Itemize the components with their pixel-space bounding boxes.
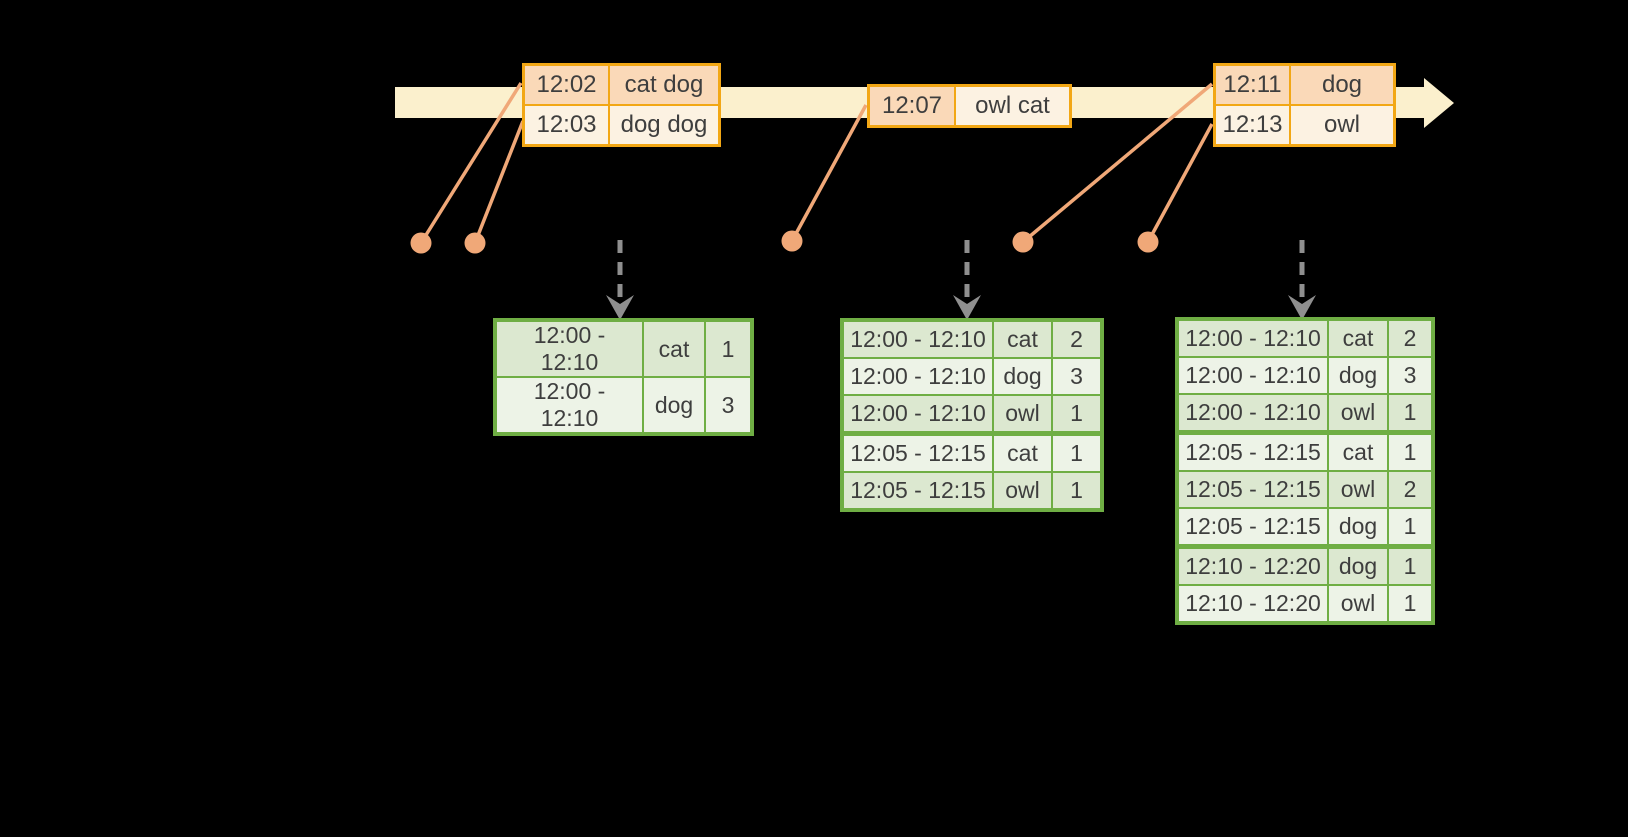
result-arrow-head-icon [953, 295, 981, 320]
window-cell: 12:00 - 12:10 [1176, 393, 1329, 435]
result-arrow-head-icon [606, 295, 634, 320]
event-words-cell: dog dog [608, 104, 721, 147]
event-connector-line [419, 82, 523, 244]
window-cell: 12:00 - 12:10 [841, 394, 994, 436]
count-cell: 1 [1387, 584, 1434, 624]
event-time-axis-arrowhead-icon [1424, 78, 1454, 128]
window-cell: 12:00 - 12:10 [1176, 356, 1329, 395]
window-cell: 12:00 - 12:10 [494, 376, 644, 435]
count-cell: 1 [1387, 545, 1434, 586]
word-cell: owl [1327, 393, 1389, 435]
word-cell: dog [992, 357, 1053, 396]
count-cell: 1 [704, 319, 753, 378]
window-cell: 12:10 - 12:20 [1176, 545, 1329, 586]
word-cell: cat [1327, 318, 1389, 358]
window-cell: 12:05 - 12:15 [841, 432, 994, 473]
event-time-cell: 12:03 [522, 104, 610, 147]
event-dot [410, 232, 432, 254]
count-cell: 2 [1387, 318, 1434, 358]
event-time-cell: 12:02 [522, 63, 610, 106]
word-cell: cat [642, 319, 706, 378]
event-dot [1012, 231, 1034, 253]
window-cell: 12:00 - 12:10 [494, 319, 644, 378]
count-cell: 1 [1051, 394, 1103, 436]
count-cell: 2 [1387, 470, 1434, 509]
count-cell: 1 [1387, 393, 1434, 435]
event-connector-line [790, 104, 868, 242]
window-cell: 12:00 - 12:10 [841, 319, 994, 359]
count-cell: 1 [1387, 507, 1434, 549]
count-cell: 1 [1051, 471, 1103, 511]
event-words-cell: dog [1289, 63, 1396, 106]
word-cell: dog [642, 376, 706, 435]
word-cell: dog [1327, 545, 1389, 586]
event-dot [1137, 231, 1159, 253]
count-cell: 3 [1387, 356, 1434, 395]
count-cell: 3 [1051, 357, 1103, 396]
count-cell: 3 [704, 376, 753, 435]
event-dots [410, 230, 1159, 254]
event-dot [464, 232, 486, 254]
event-connector-line [1146, 123, 1214, 243]
word-cell: owl [992, 394, 1053, 436]
event-connector-lines [419, 82, 1214, 244]
word-cell: owl [1327, 584, 1389, 624]
event-words-cell: cat dog [608, 63, 721, 106]
window-cell: 12:05 - 12:15 [1176, 470, 1329, 509]
word-cell: owl [1327, 470, 1389, 509]
event-words-cell: owl cat [954, 84, 1072, 128]
window-cell: 12:00 - 12:10 [1176, 318, 1329, 358]
event-words-cell: owl [1289, 104, 1396, 147]
word-cell: dog [1327, 507, 1389, 549]
result-arrows [606, 240, 1316, 320]
result-arrow-head-icon [1288, 295, 1316, 320]
window-cell: 12:05 - 12:15 [841, 471, 994, 511]
count-cell: 1 [1387, 431, 1434, 472]
word-cell: cat [992, 319, 1053, 359]
window-cell: 12:05 - 12:15 [1176, 431, 1329, 472]
event-time-cell: 12:13 [1213, 104, 1291, 147]
word-cell: cat [992, 432, 1053, 473]
count-cell: 1 [1051, 432, 1103, 473]
event-dot [781, 230, 803, 252]
window-cell: 12:10 - 12:20 [1176, 584, 1329, 624]
word-cell: cat [1327, 431, 1389, 472]
event-time-cell: 12:07 [867, 84, 956, 128]
event-time-cell: 12:11 [1213, 63, 1291, 106]
window-cell: 12:05 - 12:15 [1176, 507, 1329, 549]
event-connector-line [473, 120, 525, 244]
event-connector-line [1021, 82, 1214, 244]
window-cell: 12:00 - 12:10 [841, 357, 994, 396]
count-cell: 2 [1051, 319, 1103, 359]
word-cell: owl [992, 471, 1053, 511]
word-cell: dog [1327, 356, 1389, 395]
